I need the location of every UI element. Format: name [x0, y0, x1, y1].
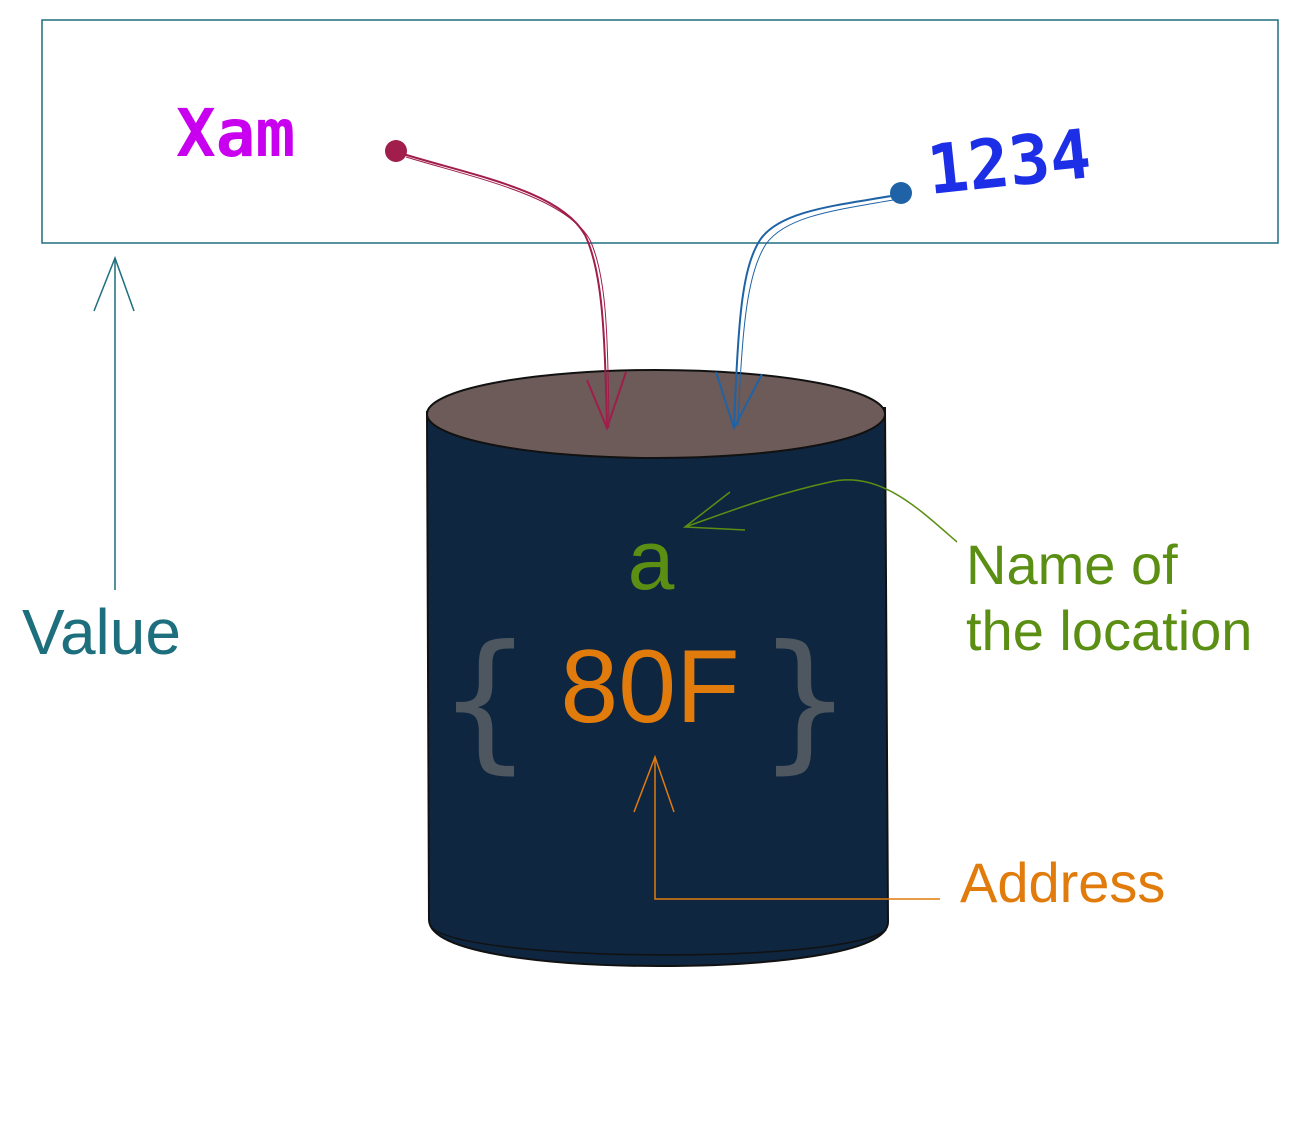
- value-label-arrow: [93, 255, 135, 590]
- location-name-text: a: [628, 513, 675, 607]
- string-value-text: Xam: [176, 95, 295, 172]
- address-label-arrow: [633, 754, 940, 900]
- name-label-line2: the location: [966, 599, 1252, 662]
- string-value-arrow: [399, 152, 627, 431]
- memory-bucket: [425, 369, 890, 968]
- value-box: [41, 19, 1279, 244]
- name-label-arrow: [682, 479, 958, 543]
- address-text: 80F: [560, 629, 739, 745]
- number-value-dot: [890, 182, 912, 204]
- value-label: Value: [22, 596, 181, 668]
- brace-close: }: [757, 614, 852, 788]
- bucket-body: [425, 406, 890, 968]
- bucket-top: [426, 369, 886, 459]
- number-value-arrow: [715, 194, 898, 431]
- name-label-line1: Name of: [966, 533, 1178, 596]
- string-value-dot: [385, 140, 407, 162]
- number-value-text: 1234: [924, 115, 1095, 211]
- brace-open: {: [437, 614, 532, 788]
- address-label: Address: [960, 851, 1165, 914]
- bucket-bottom-rim: [431, 927, 887, 956]
